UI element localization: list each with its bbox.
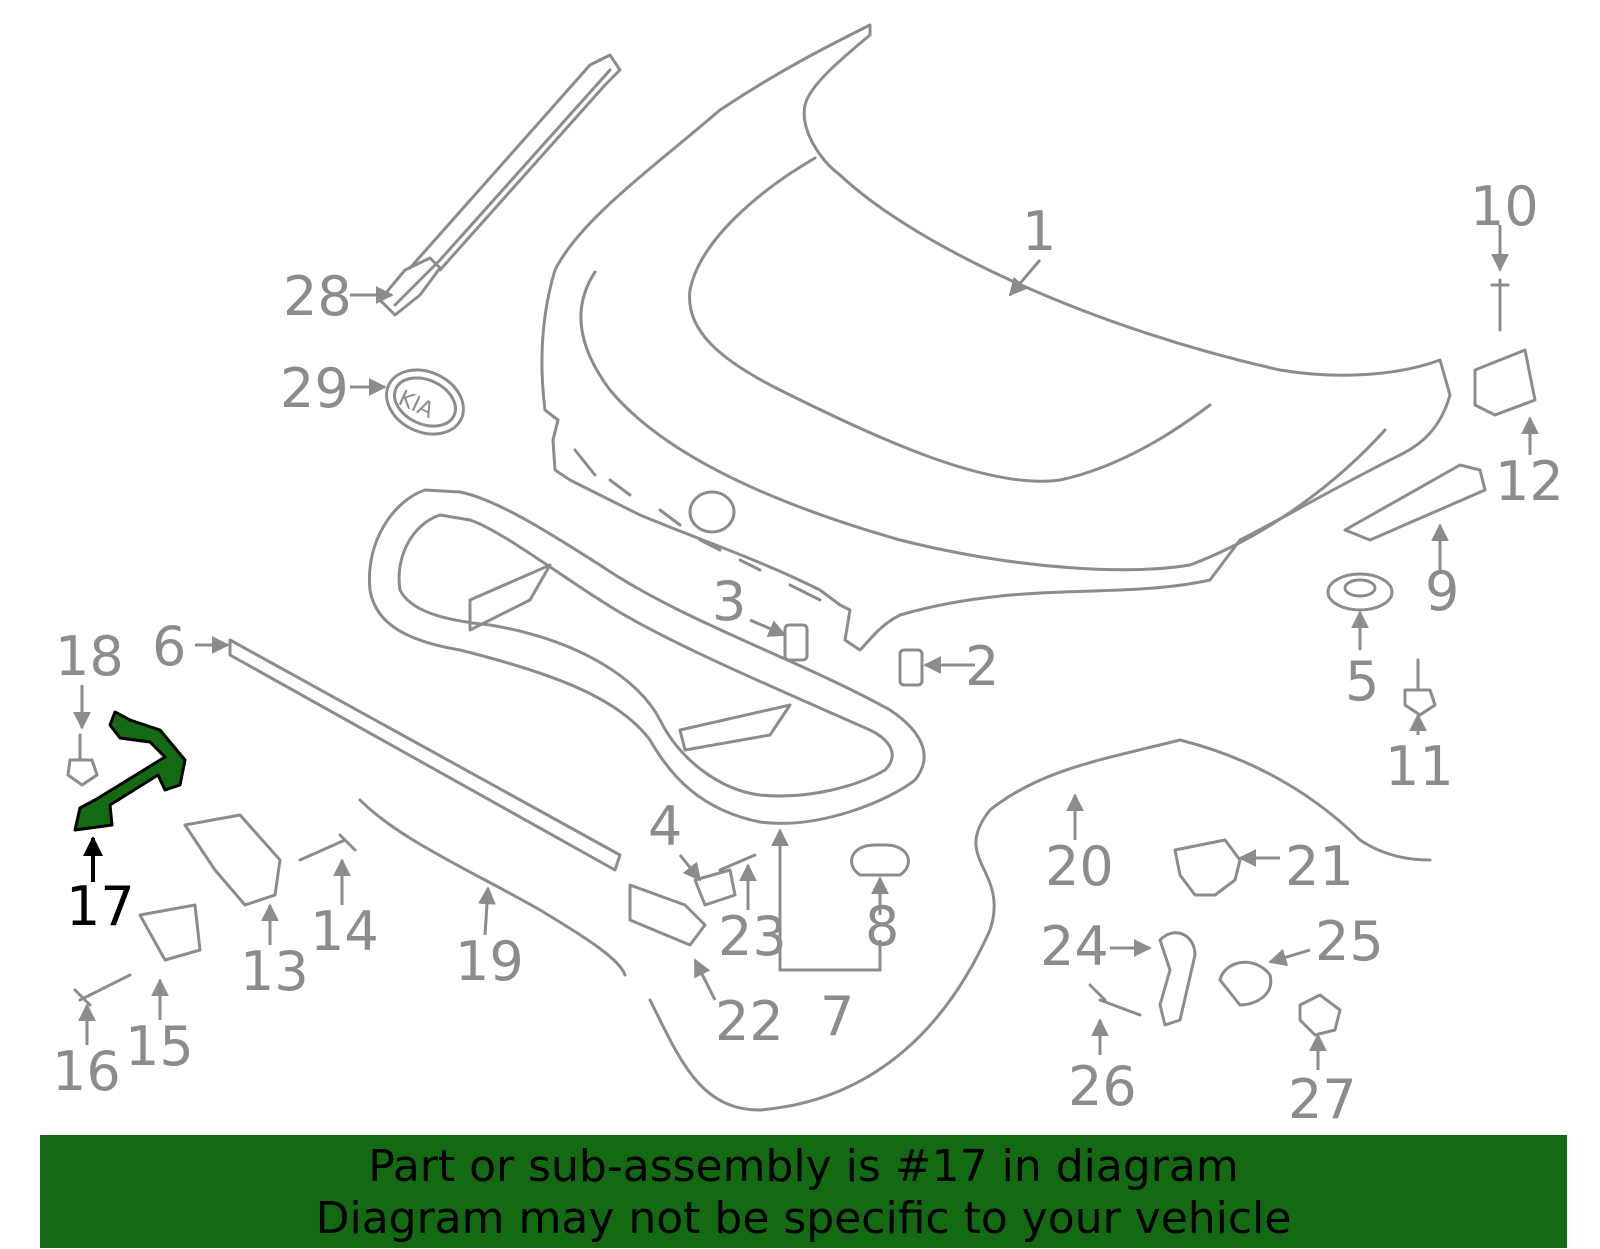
callout-11: 11 xyxy=(1385,735,1454,798)
banner-line-2: Diagram may not be specific to your vehi… xyxy=(315,1193,1292,1244)
callout-16: 16 xyxy=(52,1040,121,1103)
callout-14: 14 xyxy=(310,900,379,963)
callout-10: 10 xyxy=(1470,175,1539,238)
callout-8: 8 xyxy=(865,895,899,958)
parts-diagram: KIA xyxy=(52,23,1564,1130)
insulator-part-7 xyxy=(367,488,926,825)
callout-labels: 1 2 3 4 5 6 7 8 9 10 11 12 13 14 15 16 1… xyxy=(52,175,1564,1130)
callout-18: 18 xyxy=(55,625,124,688)
callout-24: 24 xyxy=(1040,915,1109,978)
callout-25: 25 xyxy=(1315,910,1384,973)
callout-22: 22 xyxy=(715,990,784,1053)
leader-lines xyxy=(73,225,1539,1070)
weatherstrip-part-6 xyxy=(228,638,622,872)
callout-2: 2 xyxy=(965,635,999,698)
callout-1: 1 xyxy=(1022,200,1056,263)
callout-15: 15 xyxy=(125,1015,194,1078)
callout-29: 29 xyxy=(280,357,349,420)
callout-26: 26 xyxy=(1068,1055,1137,1118)
callout-13: 13 xyxy=(240,940,309,1003)
callout-27: 27 xyxy=(1288,1068,1357,1130)
callout-4: 4 xyxy=(648,795,682,858)
emblem-part-29: KIA xyxy=(385,368,465,436)
emblem-logo-text: KIA xyxy=(394,386,437,424)
callout-5: 5 xyxy=(1345,650,1379,713)
release-lever-part-17 xyxy=(73,710,187,832)
banner-line-1: Part or sub-assembly is #17 in diagram xyxy=(368,1141,1239,1192)
callout-23: 23 xyxy=(718,905,787,968)
small-parts xyxy=(66,278,1537,1112)
callout-12: 12 xyxy=(1495,450,1564,513)
gas-strut-part-28 xyxy=(378,53,622,317)
callout-7: 7 xyxy=(820,985,854,1048)
callout-28: 28 xyxy=(283,265,352,328)
callout-21: 21 xyxy=(1285,835,1354,898)
callout-6: 6 xyxy=(152,615,186,678)
callout-20: 20 xyxy=(1045,835,1114,898)
callout-19: 19 xyxy=(455,930,524,993)
info-banner: Part or sub-assembly is #17 in diagram D… xyxy=(40,1135,1567,1248)
callout-9: 9 xyxy=(1425,560,1459,623)
callout-17: 17 xyxy=(66,875,135,938)
hood-part-1 xyxy=(540,23,1452,652)
callout-3: 3 xyxy=(712,570,746,633)
